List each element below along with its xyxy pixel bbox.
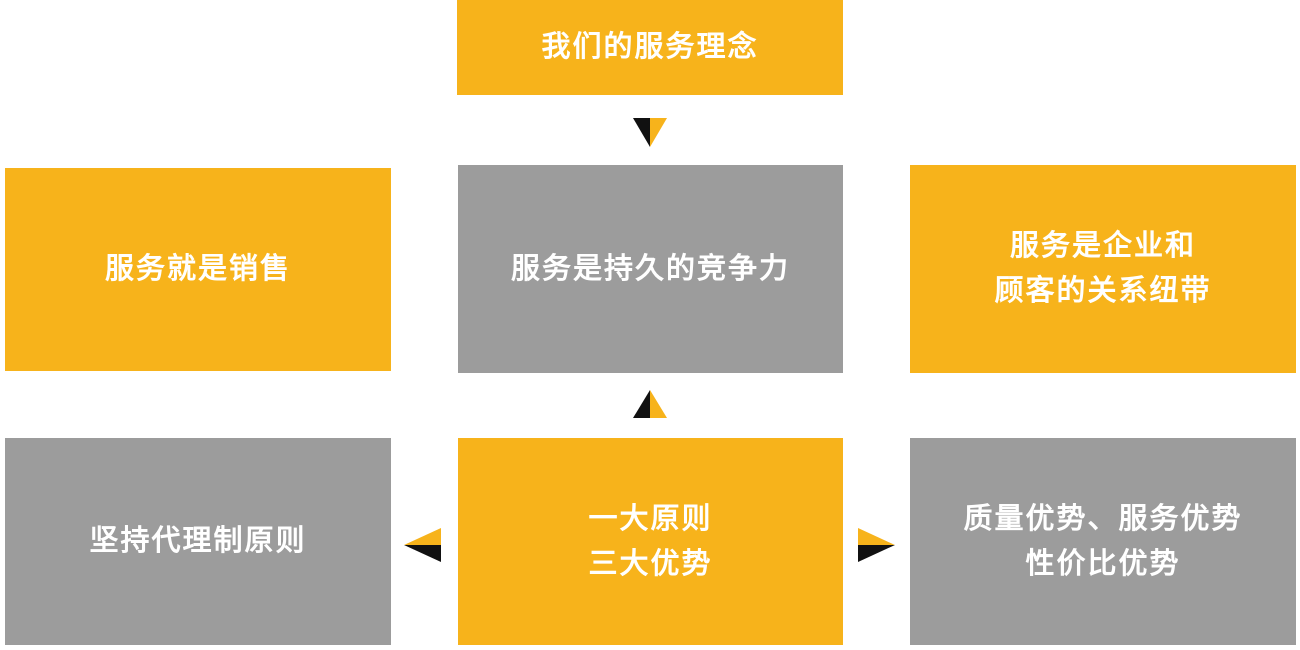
box-label: 服务是持久的竞争力 [510, 252, 790, 285]
box-label-line1: 一大原则 [588, 502, 713, 535]
box-label-line2: 性价比优势 [1025, 547, 1181, 580]
box-label: 坚持代理制原则 [89, 525, 307, 558]
box-label: 我们的服务理念 [541, 31, 759, 64]
arrow-right-icon [858, 528, 895, 562]
box-agency-principle: 坚持代理制原则 [5, 438, 391, 645]
arrow-up-icon [633, 390, 667, 418]
box-service-concept-title: 我们的服务理念 [457, 0, 843, 95]
box-service-lasting-competitiveness: 服务是持久的竞争力 [458, 165, 843, 373]
arrow-left-icon [404, 528, 441, 562]
box-service-relationship-bond: 服务是企业和 顾客的关系纽带 [910, 165, 1296, 373]
box-one-principle-three-advantages: 一大原则 三大优势 [458, 438, 843, 645]
box-label: 服务就是销售 [104, 253, 291, 286]
box-label-line2: 三大优势 [588, 547, 713, 580]
box-label-line1: 质量优势、服务优势 [963, 502, 1243, 535]
arrow-down-icon [633, 118, 667, 147]
box-label-line2: 顾客的关系纽带 [994, 275, 1212, 307]
box-label-line1: 服务是企业和 [1009, 230, 1196, 263]
box-service-is-sales: 服务就是销售 [5, 168, 391, 371]
box-three-advantages-detail: 质量优势、服务优势 性价比优势 [910, 438, 1296, 645]
